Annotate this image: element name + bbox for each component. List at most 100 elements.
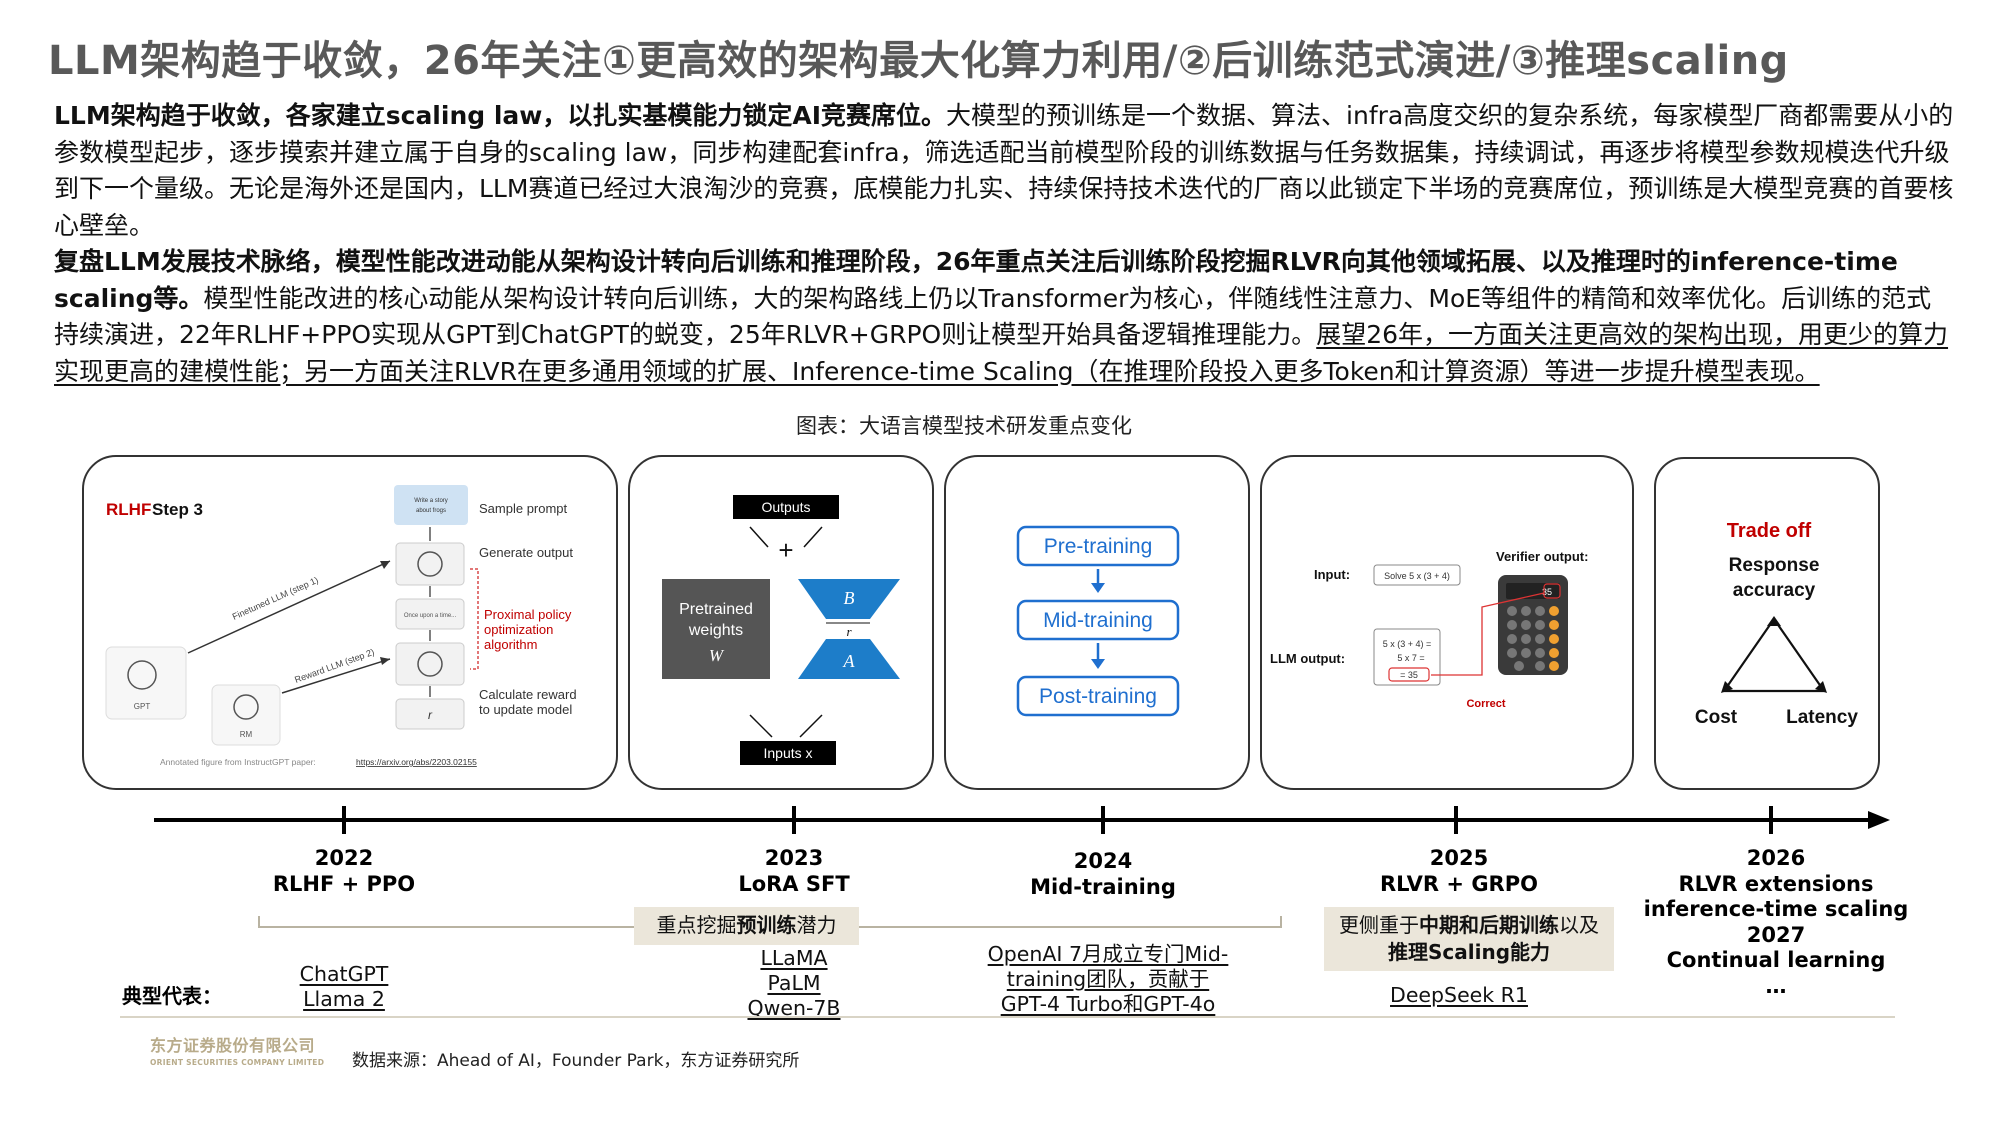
trade-off-triangle: Trade off Response accuracy Cost Latency <box>1695 520 1858 728</box>
triangle-right-arrow <box>1815 681 1827 693</box>
event-2026: 2026 RLVR extensions inference-time scal… <box>1631 846 1921 999</box>
rep-2024-line-3[interactable]: GPT-4 Turbo和GPT-4o <box>1000 992 1216 1016</box>
input-label: Input: <box>1314 567 1350 582</box>
company-logo: 东方证券股份有限公司 ORIENT SECURITIES COMPANY LIM… <box>150 1032 324 1067</box>
gpt-network-icon <box>127 660 157 690</box>
inputs-box <box>740 741 836 765</box>
triangle-shape <box>1721 617 1827 693</box>
mid-training-box <box>1016 599 1180 641</box>
annotation-text: Annotated figure from InstructGPT paper: <box>160 757 316 767</box>
rep-llama-link[interactable]: LLaMA <box>760 946 828 970</box>
event-2027-year: 2027 <box>1746 922 1806 947</box>
llm-output-label: LLM output: <box>1270 651 1345 666</box>
event-2025-year: 2025 <box>1429 846 1489 870</box>
event-2026-year: 2026 <box>1746 846 1806 870</box>
trade-off-title: Trade off <box>1727 520 1812 542</box>
ppo-bracket <box>470 568 479 670</box>
rep-deepseek-link[interactable]: DeepSeek R1 <box>1390 983 1528 1007</box>
calculate-reward-label-2: to update model <box>479 702 572 717</box>
reward-value-card <box>395 698 465 730</box>
weight-w-label: W <box>709 646 725 665</box>
triangle-top-arrow <box>1767 616 1781 626</box>
arrow-mid-to-post-head <box>1091 659 1105 669</box>
rep-chatgpt-link[interactable]: ChatGPT <box>299 962 389 986</box>
rm-network-icon <box>233 694 259 720</box>
intro-p2-text: 模型性能改进的核心动能从架构设计转向后训练，大的架构路线上仍以Transform… <box>54 283 1932 350</box>
logo-cn-text: 东方证券股份有限公司 <box>150 1036 316 1055</box>
post-training-box <box>1016 675 1180 717</box>
event-2027-desc-1: Continual learning <box>1666 948 1886 972</box>
rm-model-card <box>211 684 281 746</box>
rep-2024-line-2[interactable]: training团队，贡献于 <box>1006 967 1210 991</box>
panel-rlvr-diagram: Input: Solve 5 x (3 + 4) Verifier output… <box>1260 455 1634 790</box>
lora-diagram: Outputs + Pretrained weights W B A r Inp… <box>662 495 900 765</box>
intro-p2-underline: 展望26年，一方面关注更高效的架构出现，用更少的算力实现更高的建模性能；另一方面… <box>54 320 1949 386</box>
latency-label: Latency <box>1786 707 1858 728</box>
event-2027-desc-2: … <box>1765 973 1787 998</box>
event-2023-desc: LoRA SFT <box>738 871 850 896</box>
cost-label: Cost <box>1695 707 1738 728</box>
prompt-card-line-1: Write a story <box>414 498 448 504</box>
intro-text: LLM架构趋于收敛，各家建立scaling law，以扎实基模能力锁定AI竞赛席… <box>54 98 1954 390</box>
focus-post-bold-2: 推理Scaling能力 <box>1387 940 1551 964</box>
bottom-divider <box>120 1016 1895 1018</box>
panel-rlhf-diagram: RLHF Step 3 Write a story about frogs Sa… <box>82 455 618 790</box>
triangle-left-arrow <box>1721 681 1733 693</box>
rep-2024-line-1[interactable]: OpenAI 7月成立专门Mid- <box>987 942 1229 966</box>
pre-training-box <box>1016 525 1180 567</box>
display-highlight <box>1543 583 1561 599</box>
arrow-reward-llm <box>281 658 391 694</box>
rlhf-diagram: RLHF Step 3 Write a story about frogs Sa… <box>105 485 577 767</box>
event-2024-desc: Mid-training <box>1030 874 1176 899</box>
response-label-1: Response <box>1729 555 1820 576</box>
figure-caption: 图表：大语言模型技术研发重点变化 <box>796 414 1132 438</box>
gpt-model-card <box>105 646 187 720</box>
lora-a-label: A <box>843 651 856 671</box>
proximal-label-3: algorithm <box>484 637 537 652</box>
timeline-arrowhead <box>1868 811 1890 829</box>
rep-2024: OpenAI 7月成立专门Mid- training团队，贡献于 GPT-4 T… <box>963 942 1253 1017</box>
outputs-box <box>733 495 839 519</box>
proximal-label-1: Proximal policy <box>484 607 572 622</box>
focus-pretrain-bold: 预训练 <box>736 913 797 937</box>
focus-post-training-box: 更侧重于中期和后期训练以及推理Scaling能力 <box>1324 907 1614 971</box>
event-2025-desc: RLVR + GRPO <box>1380 871 1538 896</box>
plus-symbol: + <box>778 535 793 565</box>
policy-network-icon <box>417 551 443 577</box>
prompt-card-line-2: about frogs <box>416 508 446 514</box>
focus-pretrain-post: 潜力 <box>796 913 837 937</box>
correct-label: Correct <box>1466 698 1505 710</box>
rlhf-title-step: Step 3 <box>152 500 203 519</box>
intro-p1-text: 大模型的预训练是一个数据、算法、infra高度交织的复杂系统，每家模型厂商都需要… <box>54 101 1954 240</box>
reward-node-card <box>395 642 465 686</box>
generate-output-label: Generate output <box>479 545 573 560</box>
intro-p2-bold: 复盘LLM发展技术脉络，模型性能改进动能从架构设计转向后训练和推理阶段，26年重… <box>54 247 1898 313</box>
arrow-right-to-outputs <box>803 526 823 548</box>
inputs-label: Inputs x <box>763 745 812 761</box>
llm-work-box <box>1373 628 1441 686</box>
source-note: 数据来源：Ahead of AI，Founder Park，东方证券研究所 <box>352 1051 800 1071</box>
reward-value-symbol: r <box>428 708 433 722</box>
rlhf-title-red: RLHF <box>106 500 151 519</box>
rep-2023: LLaMA PaLM Qwen-7B <box>694 946 894 1021</box>
annotation-link[interactable]: https://arxiv.org/abs/2203.02155 <box>356 757 477 767</box>
event-2022-year: 2022 <box>314 846 374 870</box>
arrow-reward-llm-head <box>380 657 390 665</box>
verifier-label: Verifier output: <box>1496 549 1588 564</box>
calculator-display-value: 35 <box>1542 587 1552 597</box>
reward-network-icon <box>417 651 443 677</box>
mid-training-label: Mid-training <box>1043 609 1153 632</box>
calculator-keys <box>1507 606 1559 671</box>
arrow-pre-to-mid-head <box>1091 583 1105 593</box>
rep-palm-link[interactable]: PaLM <box>767 971 821 995</box>
event-2026-desc-1: RLVR extensions <box>1678 871 1874 896</box>
intro-paragraph-2: 复盘LLM发展技术脉络，模型性能改进动能从架构设计转向后训练和推理阶段，26年重… <box>54 244 1954 390</box>
arrow-input-to-left <box>749 714 773 738</box>
output-card <box>395 598 465 630</box>
prompt-card <box>394 485 468 525</box>
rep-2022: ChatGPT Llama 2 <box>244 962 444 1012</box>
event-2022-desc: RLHF + PPO <box>272 871 416 896</box>
gpt-model-label: GPT <box>134 702 151 711</box>
rep-llama2-link[interactable]: Llama 2 <box>303 987 385 1011</box>
answer-highlight <box>1388 667 1430 682</box>
